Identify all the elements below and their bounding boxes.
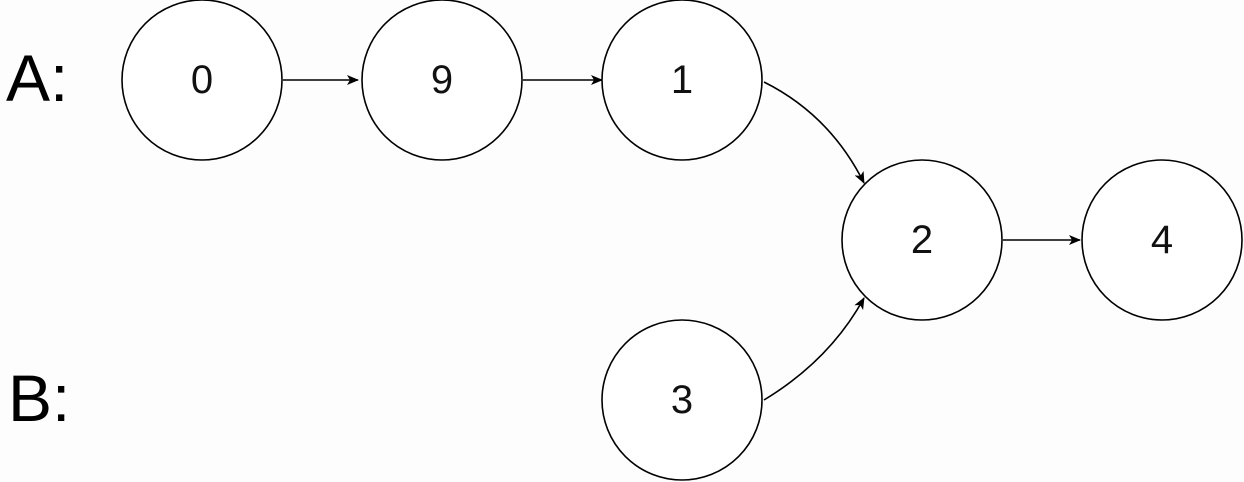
node-circle [121, 0, 283, 161]
node-circle [1081, 159, 1243, 321]
node-0: 0 [121, 0, 283, 161]
node-circle [601, 0, 763, 161]
node-1: 1 [601, 0, 763, 161]
node-value: 1 [671, 58, 693, 102]
node-9: 9 [361, 0, 523, 161]
list-a-label: A: [6, 41, 68, 115]
node-value: 0 [191, 58, 213, 102]
node-circle [601, 319, 763, 481]
node-value: 9 [431, 58, 453, 102]
node-value: 3 [671, 378, 693, 422]
list-b-label: B: [8, 361, 70, 435]
node-2: 2 [841, 159, 1003, 321]
edge-1-to-2 [763, 81, 865, 184]
node-value: 4 [1151, 218, 1173, 262]
edge-3-to-2 [763, 297, 865, 401]
node-value: 2 [911, 218, 933, 262]
node-4: 4 [1081, 159, 1243, 321]
node-3: 3 [601, 319, 763, 481]
node-circle [841, 159, 1003, 321]
node-circle [361, 0, 523, 161]
